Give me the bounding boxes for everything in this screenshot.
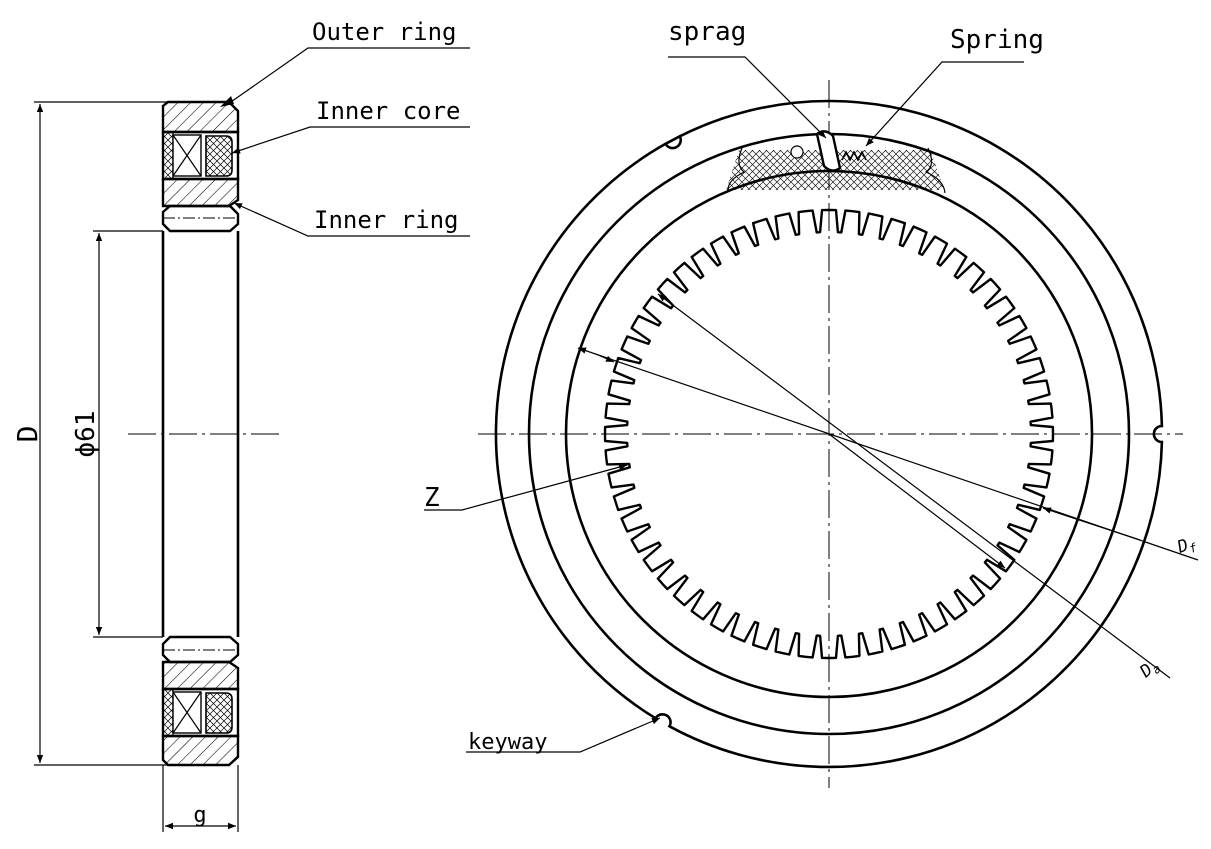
dimension-D-label: D (11, 426, 44, 443)
inner-ring-callout: Inner ring (233, 202, 470, 237)
keyway-label: keyway (468, 730, 547, 755)
df-label: Df (1174, 533, 1200, 560)
upper-section (161, 100, 240, 233)
lower-section (161, 635, 240, 767)
da-diameter-line (657, 293, 1171, 679)
keyway-callout: keyway (466, 717, 661, 755)
dimension-bore-label: ϕ61 (71, 411, 101, 458)
z-callout: Z (424, 464, 628, 513)
sprag-callout: sprag (668, 17, 827, 139)
dimension-D: D (11, 101, 168, 766)
sprag-label: sprag (668, 17, 746, 47)
outer-ring-outline (494, 99, 1164, 769)
z-label: Z (424, 483, 440, 513)
dimension-bore: ϕ61 (71, 230, 163, 638)
da-label: Da (1136, 655, 1164, 684)
spring-callout: Spring (865, 25, 1044, 147)
spring-element (841, 150, 867, 162)
dimension-width-label: g (193, 803, 206, 828)
inner-core-callout: Inner core (231, 97, 470, 154)
spring-label: Spring (950, 25, 1044, 55)
sprag-band (726, 130, 946, 194)
front-view: Z Df Da sprag Spring keyway (424, 17, 1200, 788)
outer-ring-label: Outer ring (312, 18, 457, 46)
outer-ring-callout: Outer ring (220, 18, 470, 107)
side-section-view: D ϕ61 g Outer ring Inner core In (11, 18, 470, 832)
inner-ring-label: Inner ring (314, 206, 459, 234)
gear-teeth-profile (603, 208, 1055, 660)
dimension-width: g (162, 765, 239, 832)
inner-core-label: Inner core (316, 97, 461, 125)
internal-gear (603, 208, 1055, 660)
